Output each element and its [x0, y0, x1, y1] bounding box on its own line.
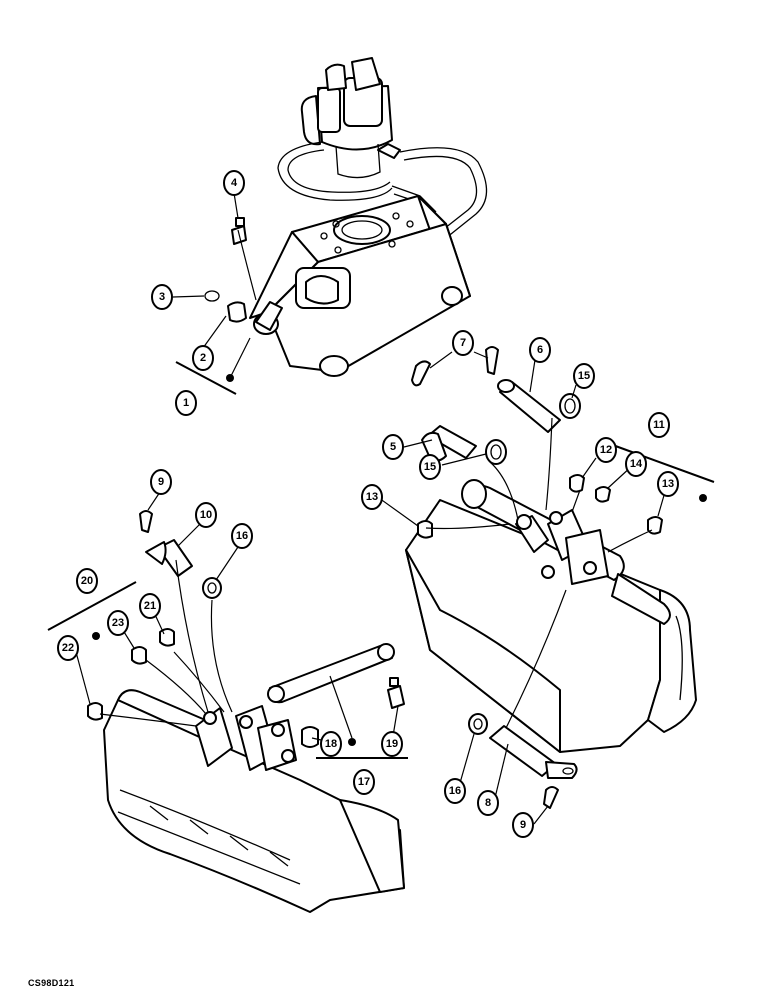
pin-lower-right	[468, 713, 578, 809]
svg-text:9: 9	[158, 476, 164, 488]
svg-text:13: 13	[662, 478, 674, 490]
svg-text:6: 6	[537, 344, 543, 356]
svg-text:10: 10	[200, 509, 212, 521]
callout-9-left: 9	[150, 469, 172, 495]
svg-text:15: 15	[424, 461, 436, 473]
svg-text:14: 14	[630, 458, 643, 470]
callout-20: 20	[76, 568, 98, 594]
callout-15-mid: 15	[419, 454, 441, 480]
bucket-left	[103, 689, 405, 913]
pin-group-center	[411, 346, 581, 465]
callout-13-right: 13	[657, 471, 679, 497]
callout-5: 5	[382, 434, 404, 460]
callout-1: 1	[175, 390, 197, 416]
callout-12: 12	[595, 437, 617, 463]
callout-21: 21	[139, 593, 161, 619]
callout-14: 14	[625, 451, 647, 477]
callout-11: 11	[648, 412, 670, 438]
callout-13-left: 13	[361, 484, 383, 510]
svg-text:20: 20	[81, 575, 93, 587]
callout-8: 8	[477, 790, 499, 816]
hydraulic-rotator	[300, 57, 401, 179]
drawing-reference-code: CS98D121	[28, 978, 75, 988]
callout-4: 4	[223, 170, 245, 196]
callout-3: 3	[151, 284, 173, 310]
callout-7: 7	[452, 330, 474, 356]
svg-text:2: 2	[200, 352, 206, 364]
callout-19: 19	[381, 731, 403, 757]
svg-text:12: 12	[600, 444, 612, 456]
svg-text:8: 8	[485, 797, 491, 809]
callout-2: 2	[192, 345, 214, 371]
group-brackets	[47, 361, 715, 759]
callout-17: 17	[353, 769, 375, 795]
svg-text:21: 21	[144, 600, 156, 612]
pin-group-left	[139, 510, 222, 599]
callout-22: 22	[57, 635, 79, 661]
bucket-right-hardware	[417, 474, 707, 539]
svg-text:16: 16	[236, 530, 248, 542]
callout-10: 10	[195, 502, 217, 528]
svg-text:16: 16	[449, 785, 461, 797]
svg-text:11: 11	[653, 419, 665, 431]
svg-text:19: 19	[386, 738, 398, 750]
callout-18: 18	[320, 731, 342, 757]
svg-text:9: 9	[520, 819, 526, 831]
svg-text:3: 3	[159, 291, 165, 303]
svg-text:7: 7	[460, 337, 466, 349]
callout-23: 23	[107, 610, 129, 636]
svg-text:18: 18	[325, 738, 337, 750]
callout-16-left: 16	[231, 523, 253, 549]
callout-6: 6	[529, 337, 551, 363]
svg-text:1: 1	[183, 397, 189, 409]
callout-15-top: 15	[573, 363, 595, 389]
bucket-right	[405, 479, 697, 753]
svg-text:23: 23	[112, 617, 124, 629]
link-bar	[267, 643, 405, 748]
svg-text:22: 22	[62, 642, 74, 654]
svg-text:17: 17	[358, 776, 370, 788]
svg-text:5: 5	[390, 441, 396, 453]
quick-coupler-bracket	[249, 195, 471, 377]
callout-9-bottom: 9	[512, 812, 534, 838]
svg-text:4: 4	[231, 177, 238, 189]
svg-text:15: 15	[578, 370, 590, 382]
callout-16-bottom: 16	[444, 778, 466, 804]
leader-lines	[75, 192, 668, 825]
svg-text:13: 13	[366, 491, 378, 503]
